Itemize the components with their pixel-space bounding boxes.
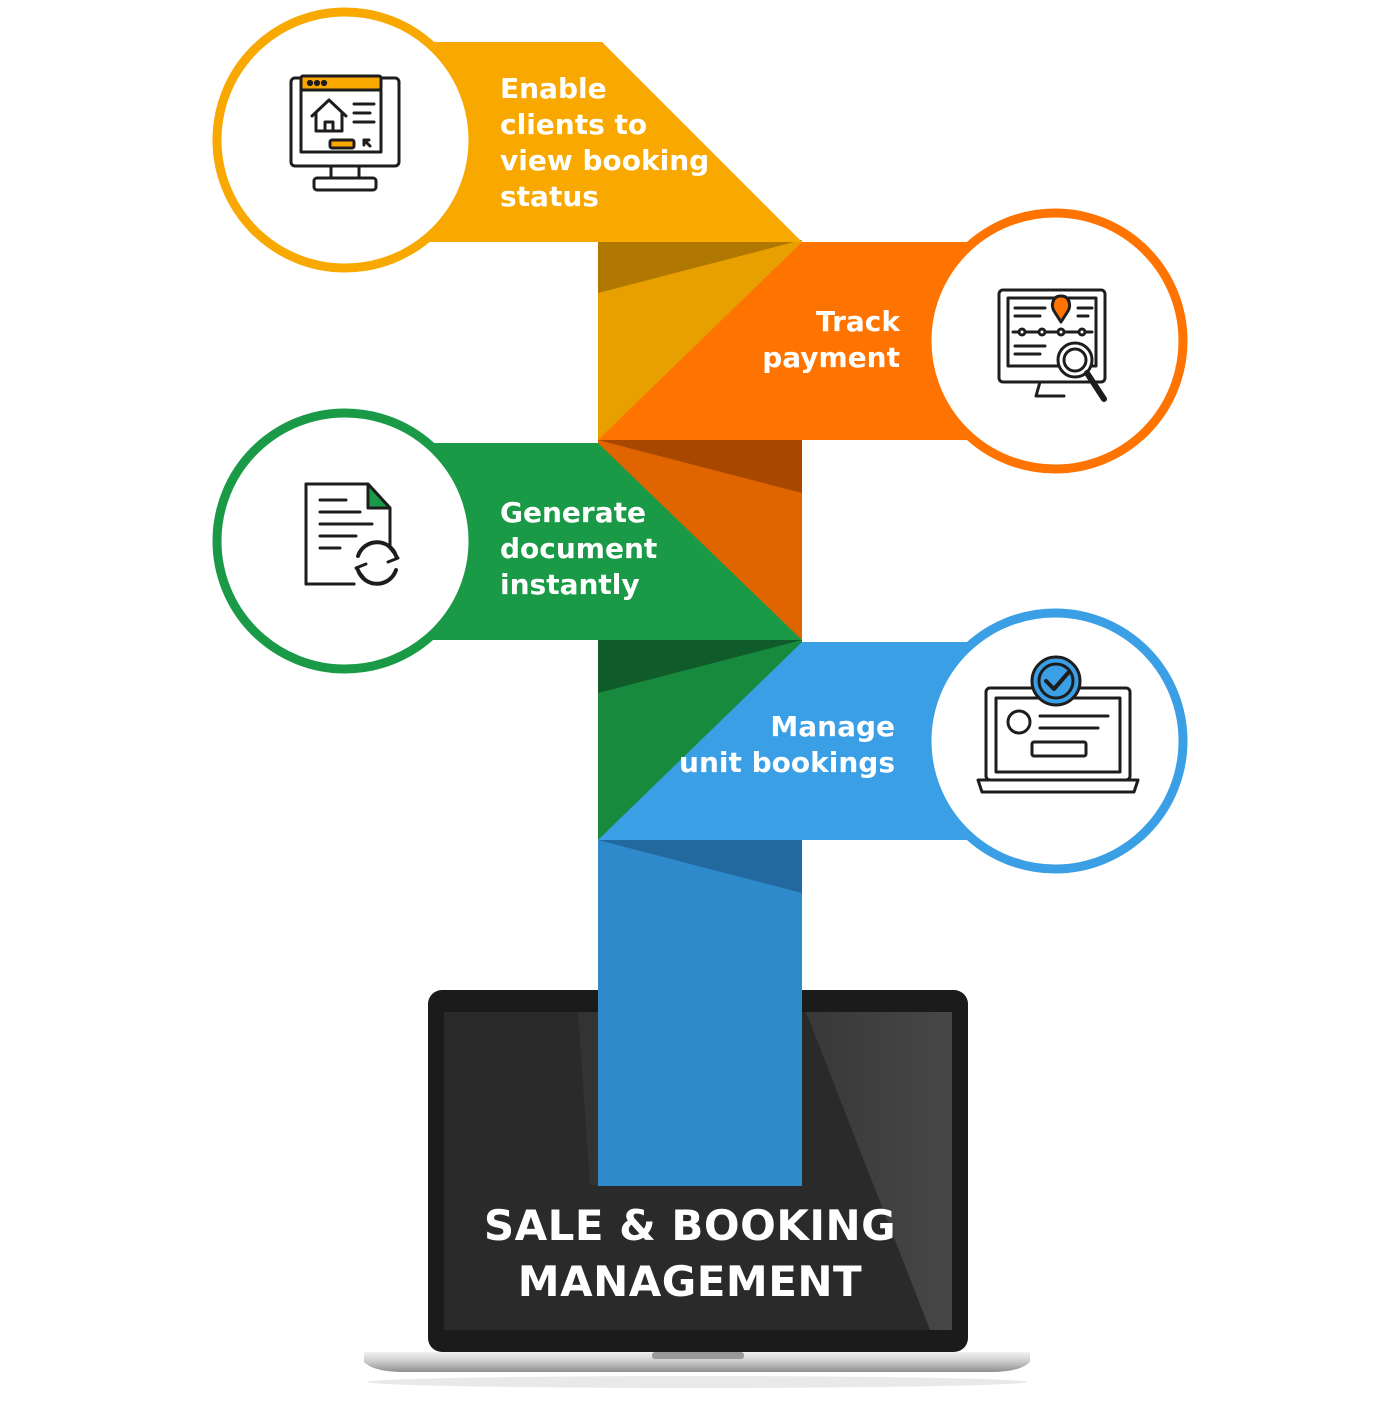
screen-glare [806, 1012, 952, 1330]
step-4 [598, 608, 1188, 874]
laptop-base [364, 1352, 1030, 1372]
screen-glare-left [578, 1012, 600, 1185]
laptop-shadow [367, 1376, 1027, 1388]
monitor-house-icon [289, 74, 401, 192]
laptop-notch [652, 1352, 744, 1359]
step-3-circle [212, 408, 478, 674]
screen-title: SALE & BOOKING MANAGEMENT [483, 1201, 897, 1306]
laptop-check-icon [976, 655, 1140, 794]
step-3-label: Generate document instantly [500, 496, 658, 601]
step-3 [212, 408, 802, 674]
step-4-label: Manage unit bookings [679, 710, 895, 779]
document-refresh-icon [304, 482, 400, 586]
step-2-label: Track payment [762, 305, 900, 374]
payment-search-icon [997, 288, 1107, 402]
step-1-label: Enable clients to view booking status [500, 72, 710, 213]
